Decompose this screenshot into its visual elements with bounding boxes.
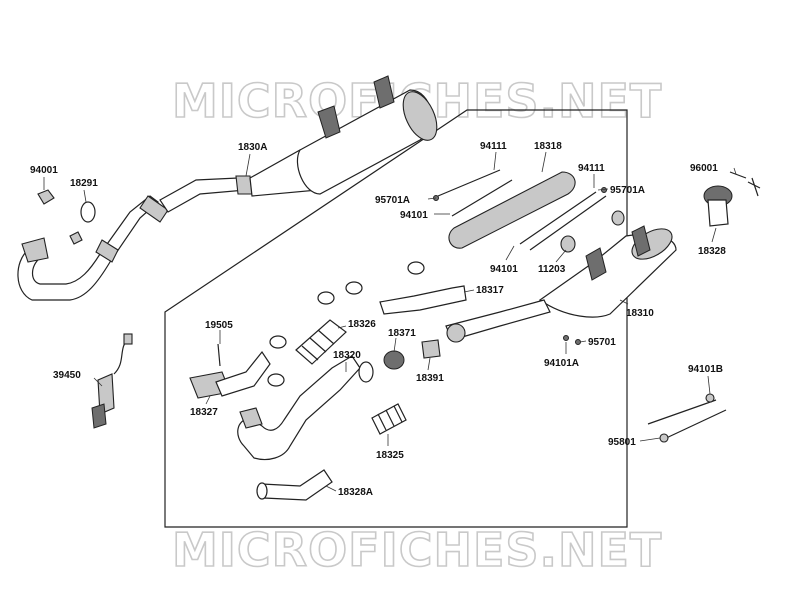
spacer-rear — [611, 210, 625, 226]
end-cap-18328 — [707, 199, 729, 227]
label-94101B: 94101B — [688, 364, 723, 375]
flex-joint-18325 — [371, 403, 407, 435]
label-94111-a: 94111 — [480, 141, 507, 152]
mid-clamp — [139, 195, 169, 223]
sleeve-18391 — [421, 339, 441, 359]
bolt-94111-a — [437, 169, 501, 197]
label-11203: 11203 — [538, 264, 566, 275]
ring-clamp-d — [269, 335, 287, 349]
label-18318: 18318 — [534, 141, 562, 152]
header-clamp — [95, 239, 119, 263]
bolt-94101-a — [451, 179, 513, 217]
pipe-18328A-end — [256, 482, 268, 500]
pipe-18320-flange — [239, 407, 263, 429]
label-18291: 18291 — [70, 178, 98, 189]
label-95701A-a: 95701A — [375, 195, 410, 206]
label-18327: 18327 — [190, 407, 218, 418]
label-18326: 18326 — [348, 319, 376, 330]
muffler-bracket-rear — [373, 75, 395, 109]
muffler-18310-bracket-rear — [631, 225, 651, 257]
label-18371: 18371 — [388, 328, 416, 339]
label-18310: 18310 — [626, 308, 654, 319]
header-pipe — [17, 195, 159, 301]
bolt-94101-b — [519, 191, 597, 245]
label-96001: 96001 — [690, 163, 718, 174]
complete-exhaust-assembly — [17, 75, 438, 301]
screws-96001 — [729, 171, 761, 197]
label-94101A: 94101A — [544, 358, 579, 369]
gasket-18291 — [80, 201, 96, 223]
washer-94101B — [705, 393, 715, 403]
label-1830A: 1830A — [238, 142, 267, 153]
clamp-18371 — [383, 350, 405, 370]
header-18327 — [215, 350, 271, 397]
label-94101-a: 94101 — [400, 210, 428, 221]
muffler-18310-bracket — [585, 247, 607, 281]
header-flange — [21, 237, 49, 263]
label-39450: 39450 — [53, 370, 81, 381]
pin-19505 — [217, 343, 221, 367]
watermark-bottom: MICROFICHES.NET — [172, 523, 662, 577]
label-95701A-b: 95701A — [610, 185, 645, 196]
muffler-body — [296, 89, 433, 195]
leader-lines — [43, 151, 737, 492]
mid-pipe-gasket — [446, 323, 466, 343]
label-94001: 94001 — [30, 165, 58, 176]
connector-18317 — [379, 285, 467, 315]
label-18328A: 18328A — [338, 487, 373, 498]
ring-clamp-a — [345, 281, 363, 295]
bolt-95801 — [661, 409, 727, 441]
label-18320: 18320 — [333, 350, 361, 361]
bolt-head-95701 — [575, 339, 581, 345]
flex-joint-18325-ribs — [377, 405, 403, 431]
label-94111-b: 94111 — [578, 163, 605, 174]
label-18328: 18328 — [698, 246, 726, 257]
label-19505: 19505 — [205, 320, 233, 331]
label-18391: 18391 — [416, 373, 444, 384]
ring-clamp-b — [317, 291, 335, 305]
label-95701: 95701 — [588, 337, 616, 348]
ring-clamp-e — [267, 373, 285, 387]
flex-joint-ribs — [301, 329, 335, 361]
sensor-tip — [91, 403, 107, 429]
pipe-18320-end — [358, 361, 374, 383]
sensor-connector — [123, 333, 133, 345]
heat-shield-18318 — [448, 171, 576, 249]
bolt-head-95701A-b — [601, 187, 607, 193]
bolt-94111-b — [529, 195, 607, 251]
muffler-bracket-front — [317, 105, 341, 139]
label-18317: 18317 — [476, 285, 504, 296]
nut-94001 — [37, 189, 55, 205]
oxygen-sensor — [91, 333, 133, 429]
muffler-end-cap — [402, 91, 438, 141]
label-94101-b: 94101 — [490, 264, 518, 275]
inset-border — [164, 109, 628, 528]
spacer-11203 — [560, 235, 576, 253]
label-95801: 95801 — [608, 437, 636, 448]
label-18325: 18325 — [376, 450, 404, 461]
stud-nut — [69, 231, 83, 245]
ring-clamp-c — [407, 261, 425, 275]
washer-95801 — [659, 433, 669, 443]
bolt-head-94101A — [563, 335, 569, 341]
pipe-18320 — [237, 355, 361, 461]
pipe-18328A — [261, 469, 333, 501]
sensor-body — [97, 373, 115, 415]
bolt-94101B — [647, 399, 717, 425]
mid-pipe — [159, 177, 248, 213]
